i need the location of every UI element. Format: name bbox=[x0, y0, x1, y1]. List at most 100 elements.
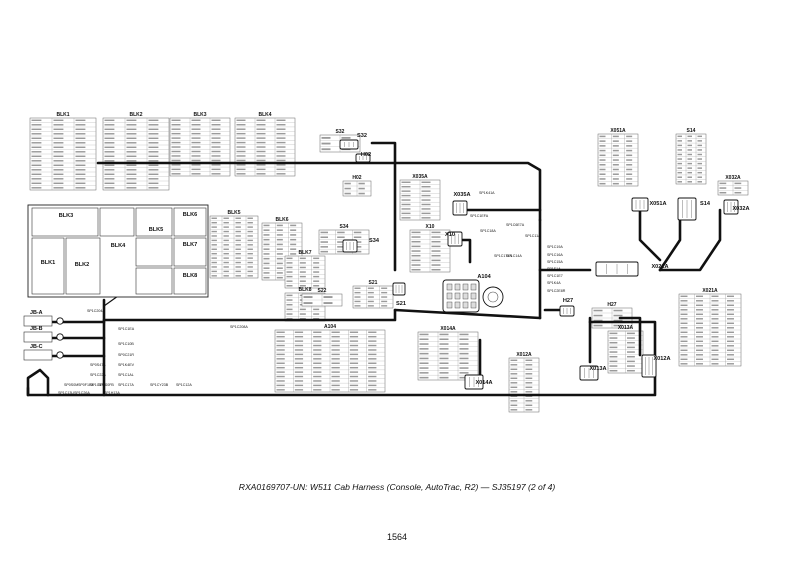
s34tab-cell-mark bbox=[320, 246, 328, 248]
s21tab-cell-mark bbox=[354, 300, 361, 303]
a104-pin bbox=[470, 301, 477, 309]
block-label-bg bbox=[71, 261, 93, 268]
x021atab-cell-mark bbox=[696, 295, 703, 298]
block-label-bg bbox=[145, 226, 167, 233]
blk8tab-cell-mark bbox=[286, 303, 293, 306]
x021atab-cell-mark bbox=[727, 295, 734, 298]
blk2-table: BLK2 bbox=[102, 112, 170, 191]
blk1-cell-mark bbox=[53, 169, 64, 171]
s34-connector: S34 bbox=[342, 238, 380, 253]
blk6tab-cell-mark bbox=[276, 267, 283, 269]
jb-table-0 bbox=[23, 315, 53, 327]
blk3tab-cell-mark bbox=[171, 137, 181, 139]
blk6tab-cell-mark bbox=[263, 253, 270, 255]
x032atab-table: X032A bbox=[717, 175, 749, 196]
splice-sp19: SP1C16A bbox=[547, 253, 563, 257]
x021atab-cell-mark bbox=[696, 363, 703, 365]
blk1-cell-mark bbox=[75, 160, 86, 162]
left-loop-wire bbox=[26, 368, 50, 397]
blk5tab-cell-mark bbox=[223, 235, 229, 237]
splice-sp15: SP1C204A bbox=[87, 309, 105, 313]
blk5tab-cell-mark bbox=[247, 270, 253, 273]
blk2-cell-mark bbox=[126, 124, 137, 126]
blk4tab-cell-mark bbox=[276, 119, 286, 121]
blk1-cell-mark bbox=[31, 155, 42, 158]
x021atab-cell-mark bbox=[727, 363, 734, 365]
s14tab-cell-mark bbox=[697, 176, 702, 178]
jb-label-jb-a: JB-A bbox=[30, 310, 43, 316]
blk1-cell-mark bbox=[75, 128, 86, 131]
x021atab-cell-mark bbox=[727, 349, 734, 352]
x014atab-cell-mark bbox=[419, 376, 429, 379]
h27tab-cell-mark bbox=[613, 319, 623, 322]
x021atab-cell-mark bbox=[680, 354, 688, 356]
x021atab-cell-mark bbox=[696, 336, 703, 338]
s34-label: S34 bbox=[369, 238, 380, 244]
s14tab-cell-mark bbox=[687, 171, 692, 174]
fuse-tile bbox=[135, 267, 173, 295]
blk5tab-cell-mark bbox=[235, 221, 241, 224]
splice-sp32: SP1C26A bbox=[74, 391, 90, 395]
blk2-cell-mark bbox=[104, 137, 115, 140]
blk7tab-cell-mark bbox=[299, 266, 306, 269]
blk5tab-cell-mark bbox=[223, 226, 229, 228]
splice-sp24: SP1C2E8R bbox=[547, 289, 566, 293]
s14tab-cell-mark bbox=[677, 181, 682, 183]
blk7tab-cell-mark bbox=[313, 280, 320, 282]
blk1-cell-mark bbox=[31, 124, 42, 126]
s14-label: S14 bbox=[700, 201, 711, 207]
h02tab-table: H02 bbox=[342, 175, 372, 197]
s32tab-table-title: S32 bbox=[336, 129, 345, 135]
h02-label: H02 bbox=[361, 152, 371, 158]
a104tab-cell-mark bbox=[368, 353, 377, 356]
x012atab-table: X012A bbox=[508, 352, 540, 413]
x10tab-cell-mark bbox=[411, 254, 421, 257]
x014atab-cell-mark bbox=[459, 362, 469, 365]
blk1-cell-mark bbox=[53, 128, 64, 131]
jb-connector-1 bbox=[56, 333, 64, 341]
blk5tab-cell-mark bbox=[247, 266, 253, 268]
blk1-cell-mark bbox=[75, 169, 86, 171]
x051atab-cell-mark bbox=[612, 159, 619, 161]
x032atab-cell-mark bbox=[719, 182, 727, 185]
x012atab-cell-mark bbox=[510, 400, 518, 402]
x035atab-cell-mark bbox=[421, 199, 431, 201]
s21-label: S21 bbox=[396, 301, 406, 307]
blk5tab-cell-mark bbox=[235, 275, 241, 277]
blk2-cell-mark bbox=[104, 178, 115, 180]
a104tab-cell-mark bbox=[276, 362, 285, 364]
blk2-cell-mark bbox=[104, 160, 115, 162]
blk7tab-cell-mark bbox=[286, 271, 293, 273]
x013atab-cell-mark bbox=[627, 360, 635, 363]
jb-label-jb-b: JB-B bbox=[30, 326, 43, 332]
x013atab-table-title: X013A bbox=[618, 325, 634, 331]
h02tab-table-title: H02 bbox=[352, 175, 361, 181]
blk1-cell-mark bbox=[75, 119, 86, 122]
x021atab-cell-mark bbox=[696, 318, 703, 320]
blk2-cell-mark bbox=[148, 119, 159, 122]
s21tab-cell-mark bbox=[381, 305, 388, 307]
a104tab-table: A104 bbox=[274, 324, 386, 393]
block-label-blk1: BLK1 bbox=[41, 260, 56, 266]
blk7tab-cell-mark bbox=[313, 262, 320, 264]
s32tab-cell-mark bbox=[321, 142, 331, 145]
x013atab-table: X013A bbox=[607, 325, 644, 374]
splice-sp22: SP1C1E7 bbox=[547, 274, 563, 278]
a104tab-cell-mark bbox=[368, 340, 377, 342]
x014atab-cell-mark bbox=[419, 338, 429, 341]
blk4tab-cell-mark bbox=[256, 132, 266, 135]
blk5tab-cell-mark bbox=[211, 257, 217, 259]
blk2-cell-mark bbox=[104, 124, 115, 126]
blk1-cell-mark bbox=[31, 142, 42, 144]
blk8tab-table-title: BLK8 bbox=[298, 287, 311, 293]
blk4tab-cell-mark bbox=[236, 132, 246, 135]
blk2-cell-mark bbox=[104, 164, 115, 167]
block-label-bg bbox=[179, 211, 201, 218]
blk5tab-cell-mark bbox=[211, 266, 217, 268]
x014a-label: X014A bbox=[475, 380, 492, 386]
x051atab-cell-mark bbox=[626, 154, 633, 157]
blk2-cell-mark bbox=[126, 182, 137, 185]
x014atab-cell-mark bbox=[439, 338, 449, 341]
blk1-cell-mark bbox=[31, 146, 42, 149]
x035atab-cell-mark bbox=[421, 217, 431, 219]
